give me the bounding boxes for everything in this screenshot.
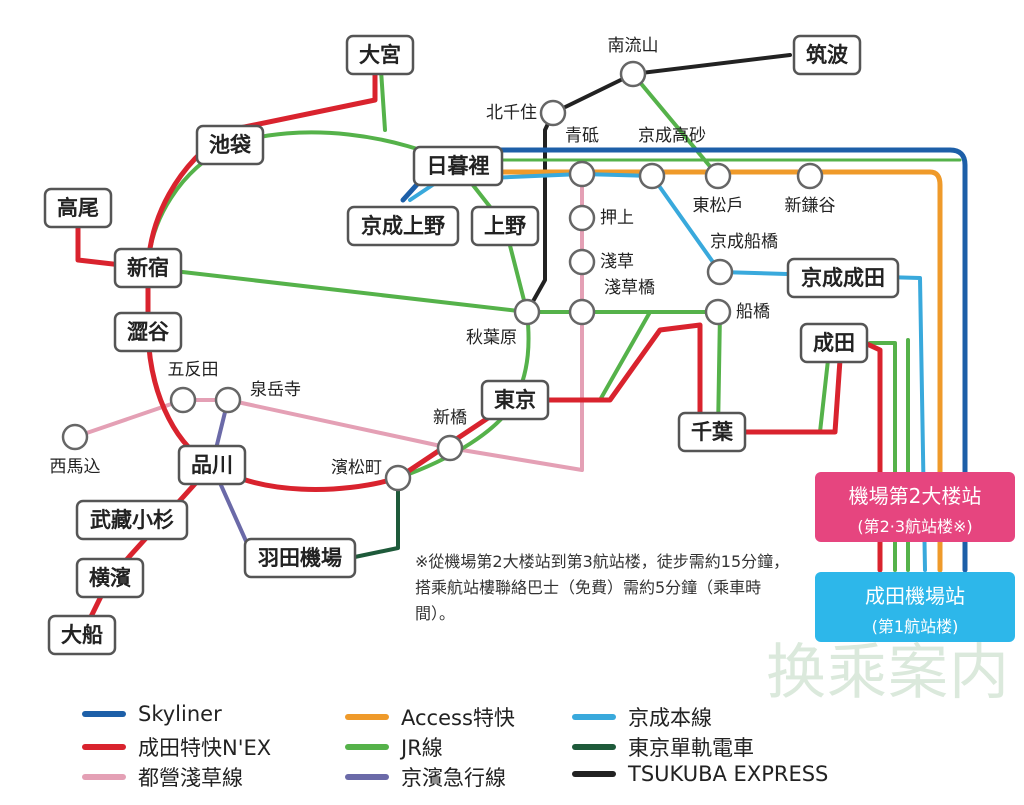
line-skyliner <box>400 147 968 573</box>
station-label: 大宮 <box>359 43 401 67</box>
station-box[interactable]: 京成成田 <box>786 257 900 299</box>
station-circle[interactable]: 押上 <box>568 204 634 232</box>
legend-tx: TSUKUBA EXPRESS <box>572 762 828 786</box>
station-circle[interactable]: 秋葉原 <box>466 298 541 348</box>
legend-access: Access特快 <box>345 702 515 732</box>
station-box[interactable]: 高尾 <box>43 187 113 229</box>
station-box[interactable]: 品川 <box>177 444 247 486</box>
station-label: 秋葉原 <box>466 328 517 348</box>
legend-jr: JR線 <box>345 732 443 762</box>
legend-asakusa: 都營淺草線 <box>82 762 243 792</box>
station-label: 淺草 <box>600 252 634 272</box>
station-label: 日暮裡 <box>427 154 490 178</box>
station-label: 高尾 <box>57 196 99 220</box>
station-label: 大船 <box>61 623 103 647</box>
legend-keisei: 京成本線 <box>572 702 712 732</box>
station-label: 南流山 <box>608 36 659 56</box>
station-label: 濱松町 <box>331 458 382 478</box>
station-circle[interactable]: 京成船橋 <box>706 232 778 286</box>
station-circle[interactable]: 五反田 <box>168 360 219 414</box>
station-box[interactable]: 筑波 <box>792 34 862 76</box>
station-circle[interactable]: 濱松町 <box>331 458 412 492</box>
station-label: 青砥 <box>565 126 599 146</box>
station-label: 北千住 <box>486 103 537 123</box>
station-label: 東松戶 <box>693 196 744 216</box>
station-circle[interactable]: 新鎌谷 <box>785 162 836 216</box>
transfer-note: ※從機場第2大楼站到第3航站楼，徒步需約15分鐘，搭乘航站樓聯絡巴士（免費）需約… <box>415 552 790 623</box>
station-box[interactable]: 成田 <box>799 322 869 364</box>
legend-keikyu: 京濱急行線 <box>345 762 506 792</box>
station-box[interactable]: 千葉 <box>677 411 747 453</box>
legend-monorail: 東京單軌電車 <box>572 732 754 762</box>
station-box[interactable]: 新宿 <box>113 247 183 289</box>
station-label: 船橋 <box>736 302 770 322</box>
station-label: 五反田 <box>168 360 219 380</box>
station-circle[interactable]: 京成高砂 <box>638 126 706 190</box>
station-circle[interactable]: 西馬込 <box>50 423 101 477</box>
station-label: 千葉 <box>691 420 734 444</box>
station-label: 押上 <box>600 208 634 228</box>
station-circle[interactable]: 船橋 <box>704 298 770 326</box>
station-box[interactable]: 大宮 <box>345 34 415 76</box>
station-label: 武藏小杉 <box>90 508 174 532</box>
station-label: 淺草橋 <box>604 278 655 298</box>
station-circle[interactable]: 泉岳寺 <box>214 380 301 414</box>
station-label: 上野 <box>484 214 526 238</box>
legend-skyliner: Skyliner <box>82 702 222 726</box>
station-label: 新鎌谷 <box>785 196 836 216</box>
station-box[interactable]: 横濱 <box>75 557 145 599</box>
station-box[interactable]: 池袋 <box>195 124 265 166</box>
airport-sub: (第2·3航站楼※) <box>857 517 973 536</box>
line-monorail <box>348 476 400 560</box>
station-label: 澀谷 <box>127 320 170 344</box>
station-label: 京成船橋 <box>710 232 778 252</box>
station-label: 品川 <box>191 453 233 477</box>
station-circle[interactable]: 青砥 <box>565 126 599 188</box>
airport-terminal-2[interactable]: 機場第2大楼站 (第2·3航站楼※) <box>815 472 1015 542</box>
line-access <box>497 169 943 573</box>
station-label: 新宿 <box>127 256 169 280</box>
station-box[interactable]: 東京 <box>480 379 550 421</box>
station-label: 西馬込 <box>50 457 101 477</box>
station-label: 泉岳寺 <box>250 380 301 400</box>
station-label: 東京 <box>494 388 536 412</box>
station-box[interactable]: 上野 <box>470 205 540 247</box>
station-label: 羽田機場 <box>258 546 342 570</box>
station-box[interactable]: 武藏小杉 <box>75 499 189 541</box>
station-label: 京成高砂 <box>638 126 706 146</box>
legend-nex: 成田特快N'EX <box>82 732 271 762</box>
station-circle[interactable]: 南流山 <box>608 36 659 88</box>
station-circle[interactable]: 淺草橋 <box>568 278 655 326</box>
watermark: 换乘案内 <box>766 638 1010 708</box>
airport-name: 成田機場站 <box>865 584 965 608</box>
station-label: 京成上野 <box>361 214 445 238</box>
airport-name: 機場第2大楼站 <box>848 484 982 508</box>
station-label: 成田 <box>813 331 855 355</box>
airport-sub: (第1航站楼) <box>871 617 959 636</box>
station-circle[interactable]: 東松戶 <box>693 162 744 216</box>
station-label: 筑波 <box>806 43 849 67</box>
airport-terminal-1[interactable]: 成田機場站 (第1航站楼) <box>815 572 1015 642</box>
station-circle[interactable]: 北千住 <box>486 99 567 127</box>
station-label: 京成成田 <box>801 266 885 290</box>
station-box[interactable]: 羽田機場 <box>243 537 357 579</box>
station-box[interactable]: 大船 <box>47 614 117 656</box>
station-box[interactable]: 澀谷 <box>113 311 183 353</box>
station-label: 横濱 <box>89 566 131 590</box>
station-box[interactable]: 京成上野 <box>346 205 460 247</box>
station-label: 新橋 <box>433 408 467 428</box>
line-nex <box>75 57 883 638</box>
station-box[interactable]: 日暮裡 <box>412 145 504 187</box>
station-circle[interactable]: 新橋 <box>433 408 467 462</box>
station-label: 池袋 <box>209 133 252 157</box>
station-circle[interactable]: 淺草 <box>568 248 634 276</box>
